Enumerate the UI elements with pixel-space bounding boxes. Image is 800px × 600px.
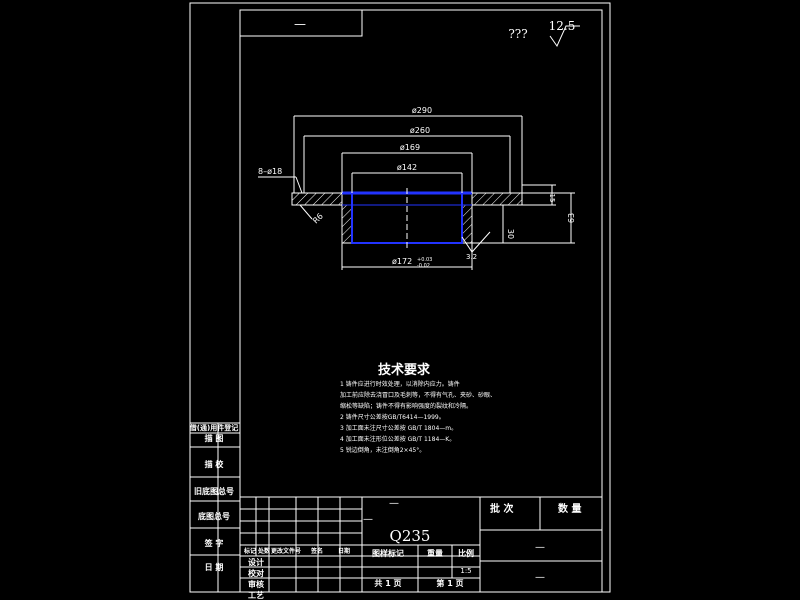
- dim-d169: ø169: [400, 143, 420, 152]
- scale-value: 1:5: [460, 567, 471, 575]
- dim-d290: ø290: [412, 106, 432, 115]
- total-sheets: 共 1 页: [374, 578, 401, 588]
- outer-border: [189, 2, 611, 593]
- top-block-mark: —: [294, 17, 306, 31]
- top-left-box: —: [239, 9, 363, 37]
- roughness-value: 12.5: [549, 19, 576, 33]
- strip-label-check: 描 校: [205, 459, 225, 469]
- role-design: 设计: [248, 557, 264, 567]
- tech-req-item-5: 5 锐边倒角，未注倒角2×45°。: [340, 446, 425, 454]
- weight-label: 重量: [427, 548, 443, 558]
- dim-d172: ø172: [392, 257, 412, 266]
- tech-req-item-2: 2 铸件尺寸公差按GB/T6414—1999。: [340, 413, 445, 421]
- sheet-number: 第 1 页: [436, 578, 463, 588]
- dim-holes: 8–ø18: [258, 167, 282, 176]
- tech-req-item-3: 3 加工面未注尺寸公差按 GB/T 1804—m。: [340, 424, 457, 432]
- title-dash-2: —: [363, 514, 373, 525]
- material-label: Q235: [390, 527, 431, 545]
- strip-label-old-number: 旧底图总号: [194, 486, 234, 496]
- strip-label-base-number: 底图总号: [197, 511, 230, 521]
- scale-label: 比例: [458, 548, 474, 558]
- strip-label-trace: 描 图: [205, 433, 224, 443]
- dim-h30: 30: [506, 229, 515, 239]
- inner-frame: [239, 9, 603, 593]
- strip-label-signature: 签 字: [204, 538, 224, 548]
- role-review: 审核: [248, 579, 264, 589]
- tech-req-item-4: 4 加工面未注形位公差按 GB/T 1184—K。: [340, 435, 455, 443]
- quantity-label: 数 量: [558, 502, 581, 515]
- batch-label: 批 次: [490, 502, 513, 515]
- rev-header-sign: 签名: [310, 547, 323, 555]
- dim-tol-lower: -0.02: [417, 263, 430, 269]
- title-block: 标记 处数 更改文件号 签名 日期 设计 校对 审核 工艺 — — Q235 图…: [240, 496, 602, 600]
- tech-req-item-1c: 缩松等缺陷；铸件不得有影响强度的裂纹和冷隔。: [340, 402, 472, 410]
- technical-requirements: 技术要求 1 铸件应进行时效处理，以消除内应力。铸件 加工前应除去浇冒口及毛刺等…: [340, 362, 496, 454]
- dim-h63: 63: [567, 213, 576, 223]
- title-dash-3: —: [535, 542, 545, 553]
- tech-req-item-1: 1 铸件应进行时效处理，以消除内应力。铸件: [340, 380, 460, 388]
- role-process: 工艺: [248, 590, 264, 600]
- left-strip: 借(通)用件登记 描 图 描 校 旧底图总号 底图总号 签 字 日 期: [189, 422, 240, 592]
- question-marks: ???: [508, 27, 527, 41]
- tech-req-item-1b: 加工前应除去浇冒口及毛刺等，不得有气孔、夹砂、砂眼、: [340, 391, 496, 399]
- dim-r6: R6: [311, 212, 325, 226]
- rev-header-doc: 更改文件号: [271, 547, 301, 555]
- tech-req-title: 技术要求: [378, 362, 431, 378]
- dim-d142: ø142: [397, 163, 417, 172]
- strip-label-date: 日 期: [205, 562, 224, 572]
- rev-header-mark: 标记: [243, 547, 256, 555]
- title-dash-1: —: [389, 498, 399, 509]
- dim-d260: ø260: [410, 126, 430, 135]
- stage-label: 图样标记: [372, 548, 404, 558]
- title-dash-4: —: [535, 572, 545, 583]
- flange-section: ø290 ø260 ø169 ø142 8–ø18 R6 15 63 30 ø1…: [258, 106, 576, 270]
- dim-h15: 15: [548, 194, 556, 203]
- role-proofread: 校对: [248, 568, 264, 578]
- roughness-symbol: 12.5: [549, 19, 580, 48]
- strip-label-borrow: 借(通)用件登记: [189, 423, 238, 432]
- rev-header-date: 日期: [338, 547, 350, 555]
- dim-rough-small: 3.2: [466, 253, 477, 261]
- rev-header-count: 处数: [257, 547, 271, 555]
- dim-tol-upper: +0.03: [417, 257, 432, 263]
